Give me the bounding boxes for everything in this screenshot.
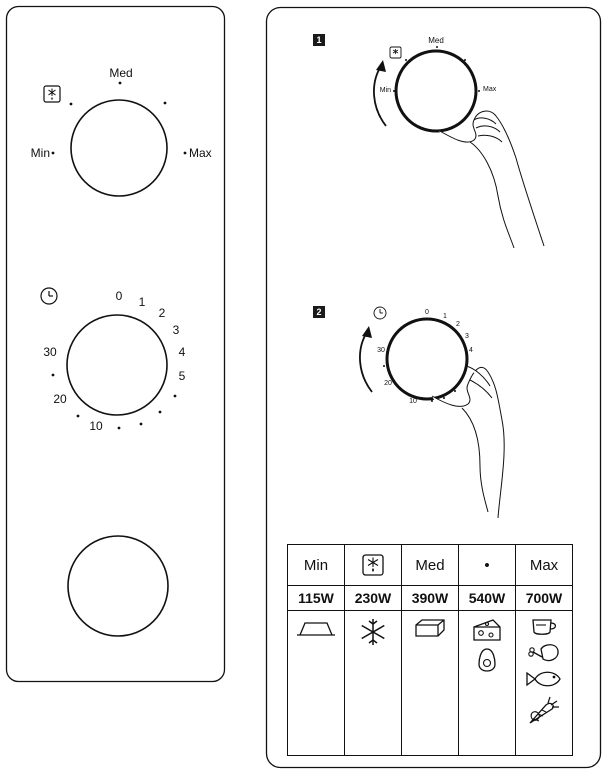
power-level-table: Min Med • Max 115W 230W 390W 540W 700W — [287, 544, 573, 756]
power-dot-defrost — [69, 102, 73, 106]
watt-cell: 115W — [287, 585, 345, 611]
egg-icon — [478, 648, 496, 672]
timer-number: 2 — [158, 306, 166, 320]
timer-number: 30 — [43, 345, 57, 359]
step1-label-max: Max — [483, 86, 497, 93]
power-label-med: Med — [109, 66, 133, 80]
power-label-min: Min — [30, 146, 50, 160]
step2-dial — [385, 317, 469, 401]
timer-number: 20 — [53, 392, 67, 406]
step1-dot — [393, 90, 395, 92]
header-defrost — [344, 544, 402, 586]
defrost-icon — [43, 85, 61, 103]
header-label: Med — [415, 556, 445, 574]
power-dial[interactable] — [70, 99, 168, 197]
step2-number: 2 — [456, 321, 460, 328]
timer-dot — [173, 394, 177, 398]
table-header-row: Min Med • Max — [287, 544, 573, 586]
control-panel — [5, 5, 226, 683]
clock-icon-small — [373, 306, 387, 320]
step1-label-min: Min — [379, 87, 391, 94]
butter-block-icon — [415, 619, 445, 637]
clock-icon — [40, 287, 58, 305]
timer-dial[interactable] — [66, 314, 168, 416]
watt-cell: 700W — [515, 585, 573, 611]
watt-cell: 540W — [458, 585, 516, 611]
step2-number: 3 — [465, 333, 469, 340]
snowflake-icon — [361, 619, 385, 645]
chicken-leg-icon — [528, 644, 559, 662]
timer-number: 4 — [178, 345, 186, 359]
table-watt-row: 115W 230W 390W 540W 700W — [287, 585, 573, 611]
defrost-icon — [362, 554, 384, 576]
timer-number: 5 — [178, 369, 186, 383]
icon-cell-max — [515, 610, 573, 756]
watt-cell: 230W — [344, 585, 402, 611]
table-icon-row — [287, 610, 573, 756]
step2-number: 4 — [469, 347, 473, 354]
step1-dot — [478, 90, 480, 92]
power-dot-med — [118, 81, 122, 85]
step2-dot — [383, 365, 385, 367]
cup-icon — [532, 619, 557, 635]
step2-dot — [431, 400, 433, 402]
header-label: • — [484, 556, 490, 574]
keep-warm-dish-icon — [297, 622, 335, 636]
icon-cell-defrost — [344, 610, 402, 756]
timer-number: 10 — [89, 419, 103, 433]
header-dot: • — [458, 544, 516, 586]
step1-dial — [394, 49, 478, 133]
rotate-arrow-icon — [359, 326, 373, 393]
power-dot-min — [51, 151, 55, 155]
timer-dot — [117, 426, 121, 430]
timer-dot — [139, 422, 143, 426]
vegetables-icon — [529, 696, 559, 724]
defrost-icon-small — [389, 46, 402, 59]
step1-dot — [436, 46, 438, 48]
step2-number: 20 — [384, 380, 392, 387]
power-dot-540 — [163, 101, 167, 105]
header-max: Max — [515, 544, 573, 586]
icon-cell-min — [287, 610, 345, 756]
step2-number: 0 — [425, 309, 429, 316]
icon-cell-med — [401, 610, 459, 756]
step1-dot — [405, 59, 407, 61]
hand-icon — [437, 110, 545, 249]
header-min: Min — [287, 544, 345, 586]
fish-icon — [526, 671, 561, 687]
header-label: Max — [529, 556, 559, 574]
step1-dot — [464, 59, 466, 61]
door-release-button[interactable] — [67, 535, 169, 637]
step-1-badge: 1 — [313, 34, 325, 46]
step2-dot — [443, 397, 445, 399]
rotate-arrow-icon — [373, 60, 387, 127]
step2-number: 1 — [443, 313, 447, 320]
header-label: Min — [303, 556, 329, 574]
step-2-badge: 2 — [313, 306, 325, 318]
cheese-icon — [473, 619, 501, 641]
timer-number: 0 — [115, 289, 123, 303]
icon-cell-540 — [458, 610, 516, 756]
watt-cell: 390W — [401, 585, 459, 611]
timer-number: 1 — [138, 295, 146, 309]
power-label-max: Max — [189, 146, 212, 160]
timer-dot — [158, 410, 162, 414]
timer-dot — [51, 373, 55, 377]
header-med: Med — [401, 544, 459, 586]
timer-dot — [76, 414, 80, 418]
step2-number: 10 — [409, 398, 417, 405]
step2-number: 30 — [377, 347, 385, 354]
power-dot-max — [183, 151, 187, 155]
instruction-panel — [265, 6, 602, 769]
hand-icon — [431, 365, 505, 519]
step1-label-med: Med — [428, 36, 444, 45]
step2-dot — [454, 390, 456, 392]
timer-number: 3 — [172, 323, 180, 337]
